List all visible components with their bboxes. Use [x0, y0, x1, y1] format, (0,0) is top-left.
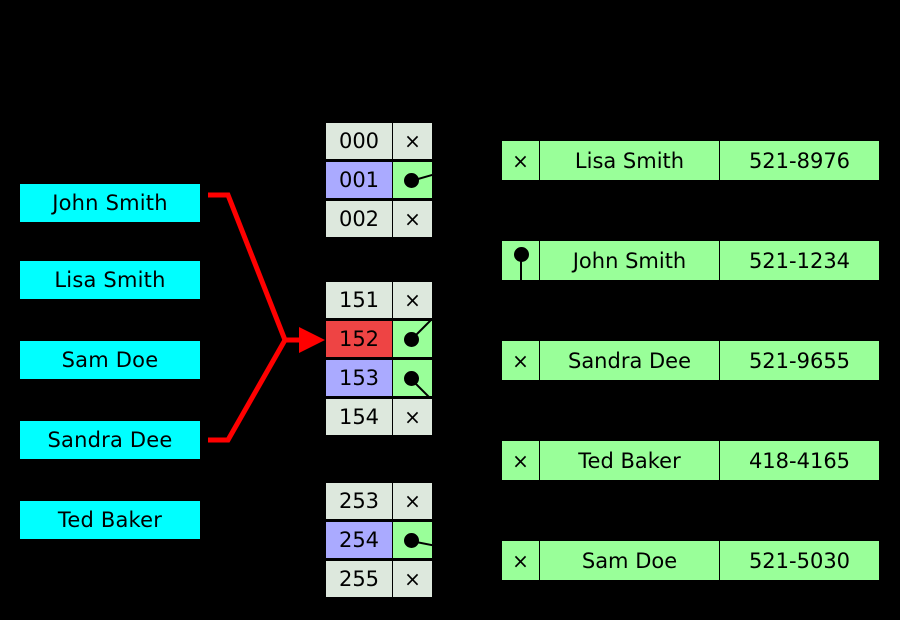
- entry-marker[interactable]: ×: [501, 140, 540, 181]
- entry-name: Ted Baker: [540, 440, 720, 481]
- bucket-pointer-254[interactable]: [393, 521, 433, 559]
- entry-row-lisa-smith[interactable]: × Lisa Smith 521-8976: [501, 140, 880, 181]
- bucket-pointer-002[interactable]: ×: [393, 200, 433, 238]
- entry-phone: 521-1234: [720, 240, 880, 281]
- bucket-index-253: 253: [325, 482, 393, 520]
- arrow-john-smith-to-152: [208, 192, 318, 343]
- entry-name: John Smith: [540, 240, 720, 281]
- entry-row-sam-doe[interactable]: × Sam Doe 521-5030: [501, 540, 880, 581]
- bucket-row-254[interactable]: 254: [325, 521, 433, 559]
- bucket-row-000[interactable]: 000 ×: [325, 122, 433, 160]
- key-box-sandra-dee[interactable]: Sandra Dee: [20, 421, 200, 459]
- entry-name: Sam Doe: [540, 540, 720, 581]
- arrowhead-152: [299, 327, 325, 353]
- pointer-dot-icon: [404, 332, 419, 347]
- bucket-row-153[interactable]: 153: [325, 359, 433, 397]
- bucket-row-151[interactable]: 151 ×: [325, 281, 433, 319]
- bucket-pointer-255[interactable]: ×: [393, 560, 433, 598]
- bucket-row-253[interactable]: 253 ×: [325, 482, 433, 520]
- entry-row-john-smith[interactable]: John Smith 521-1234: [501, 240, 880, 281]
- bucket-index-255: 255: [325, 560, 393, 598]
- entry-marker[interactable]: [501, 240, 540, 281]
- entry-name: Lisa Smith: [540, 140, 720, 181]
- bucket-index-152: 152: [325, 320, 393, 358]
- entry-row-ted-baker[interactable]: × Ted Baker 418-4165: [501, 440, 880, 481]
- bucket-index-001: 001: [325, 161, 393, 199]
- pointer-dot-icon: [404, 371, 419, 386]
- bucket-row-255[interactable]: 255 ×: [325, 560, 433, 598]
- bucket-row-152[interactable]: 152: [325, 320, 433, 358]
- bucket-index-254: 254: [325, 521, 393, 559]
- bucket-index-002: 002: [325, 200, 393, 238]
- bucket-pointer-001[interactable]: [393, 161, 433, 199]
- bucket-row-002[interactable]: 002 ×: [325, 200, 433, 238]
- key-box-sam-doe[interactable]: Sam Doe: [20, 341, 200, 379]
- key-box-john-smith[interactable]: John Smith: [20, 184, 200, 222]
- key-box-ted-baker[interactable]: Ted Baker: [20, 501, 200, 539]
- pointer-dot-icon: [404, 533, 419, 548]
- bucket-index-154: 154: [325, 398, 393, 436]
- entry-phone: 521-5030: [720, 540, 880, 581]
- key-box-lisa-smith[interactable]: Lisa Smith: [20, 261, 200, 299]
- bucket-index-000: 000: [325, 122, 393, 160]
- pointer-dot-icon: [514, 247, 529, 262]
- entry-phone: 521-8976: [720, 140, 880, 181]
- entry-phone: 418-4165: [720, 440, 880, 481]
- arrow-sandra-dee-to-152: [208, 337, 318, 443]
- bucket-index-151: 151: [325, 281, 393, 319]
- entry-marker[interactable]: ×: [501, 340, 540, 381]
- bucket-pointer-151[interactable]: ×: [393, 281, 433, 319]
- bucket-row-154[interactable]: 154 ×: [325, 398, 433, 436]
- bucket-row-001[interactable]: 001: [325, 161, 433, 199]
- entry-phone: 521-9655: [720, 340, 880, 381]
- entry-name: Sandra Dee: [540, 340, 720, 381]
- entry-marker[interactable]: ×: [501, 540, 540, 581]
- pointer-dot-icon: [404, 173, 419, 188]
- bucket-pointer-152[interactable]: [393, 320, 433, 358]
- bucket-pointer-154[interactable]: ×: [393, 398, 433, 436]
- entry-row-sandra-dee[interactable]: × Sandra Dee 521-9655: [501, 340, 880, 381]
- bucket-pointer-153[interactable]: [393, 359, 433, 397]
- bucket-pointer-253[interactable]: ×: [393, 482, 433, 520]
- bucket-pointer-000[interactable]: ×: [393, 122, 433, 160]
- bucket-index-153: 153: [325, 359, 393, 397]
- entry-marker[interactable]: ×: [501, 440, 540, 481]
- pointer-line: [520, 254, 522, 280]
